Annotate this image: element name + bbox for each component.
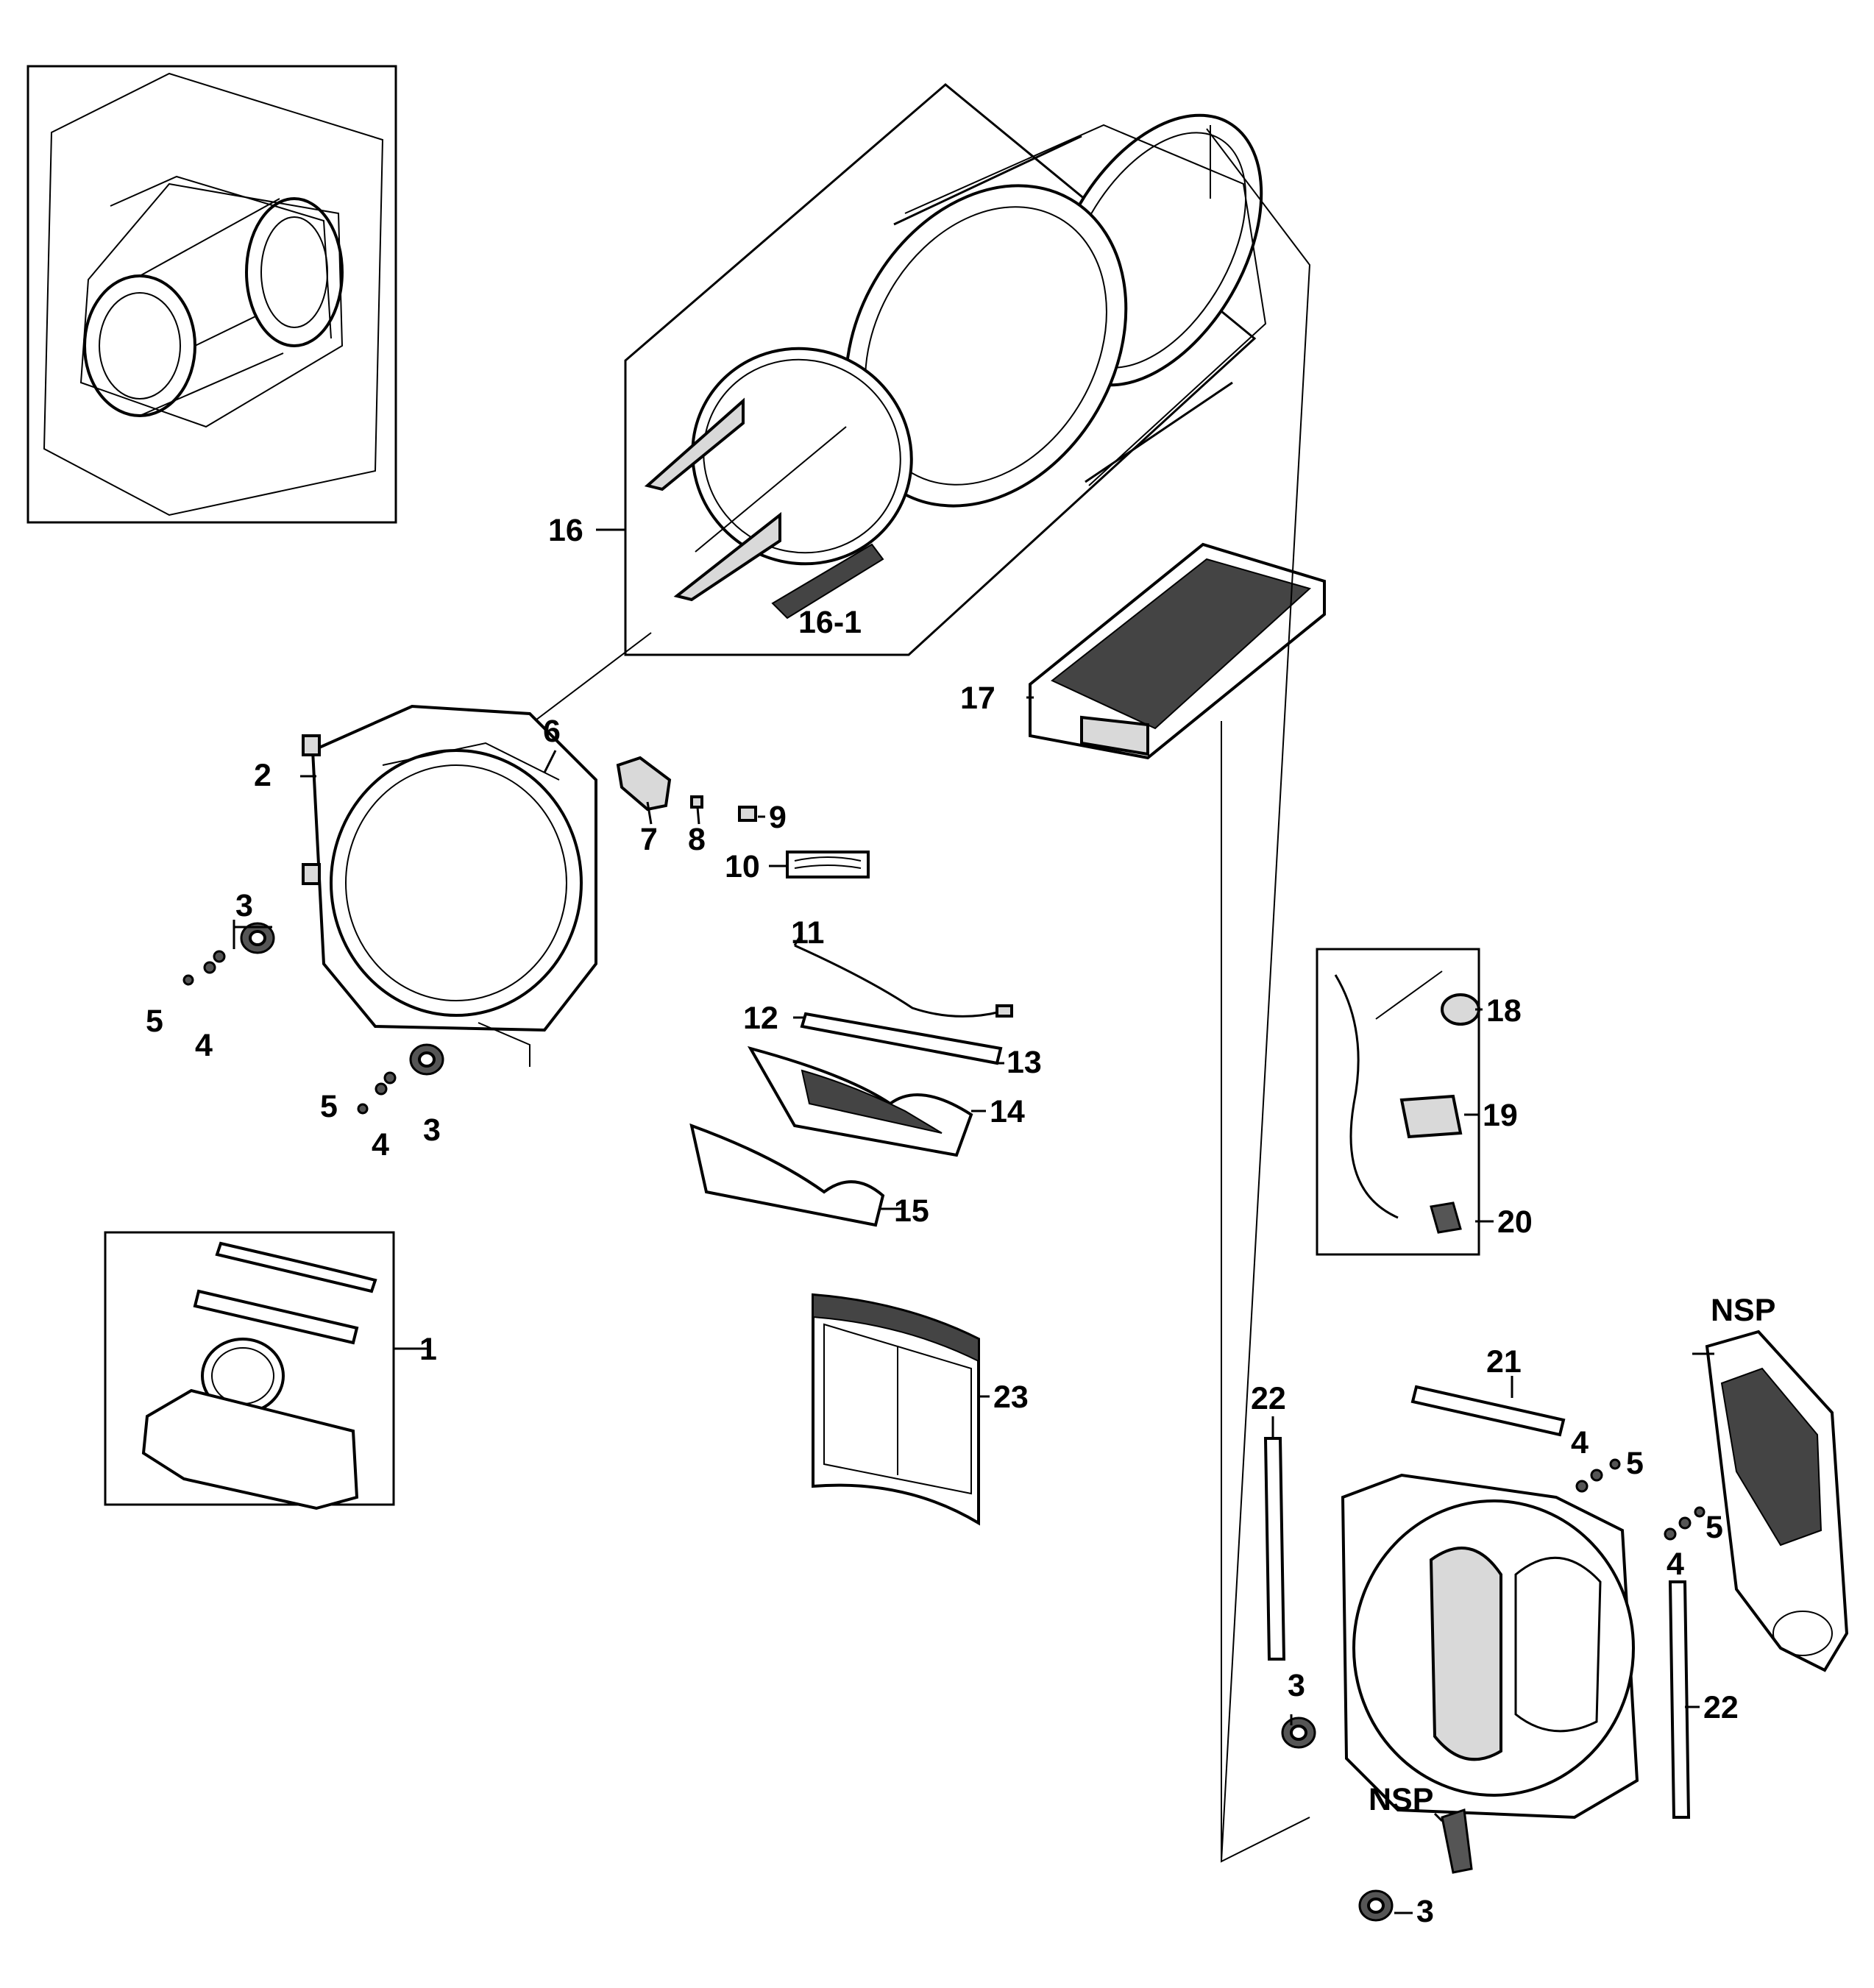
label-part-6: 6 — [543, 714, 561, 749]
thermistor-assembly-box — [1316, 948, 1480, 1256]
label-part-4-c: 4 — [1571, 1425, 1589, 1460]
rear-duct-cover-part — [1705, 1330, 1849, 1672]
front-frame-part — [302, 704, 597, 1067]
label-part-2: 2 — [254, 758, 271, 793]
filter-housing-part — [1029, 542, 1326, 760]
part-labels: 1 2 3 3 3 3 4 4 4 4 5 5 5 5 6 7 8 9 10 1… — [146, 513, 1775, 1929]
rear-bracket-part — [1410, 1385, 1566, 1437]
label-part-14: 14 — [990, 1094, 1025, 1129]
label-part-7: 7 — [640, 822, 658, 857]
label-part-4-d: 4 — [1667, 1547, 1684, 1582]
duct-assembly-box — [104, 1231, 395, 1510]
label-nsp-bearing: NSP — [1369, 1782, 1433, 1817]
overview-drum-assembly — [79, 175, 344, 428]
drum-part — [691, 113, 1267, 566]
label-part-9: 9 — [769, 800, 787, 835]
lint-filter-part — [812, 1293, 980, 1526]
label-nsp-rear-cover: NSP — [1711, 1293, 1775, 1328]
label-part-4-b: 4 — [372, 1127, 389, 1162]
label-part-22-a: 22 — [1251, 1381, 1286, 1416]
label-part-20: 20 — [1497, 1204, 1533, 1240]
label-part-12: 12 — [743, 1001, 778, 1036]
label-part-10: 10 — [725, 849, 760, 884]
filter-guide-part — [747, 1046, 973, 1157]
label-part-3-a: 3 — [235, 888, 253, 923]
label-part-3-b: 3 — [423, 1112, 441, 1148]
rear-bearing-part — [1441, 1808, 1473, 1874]
sensor-harness-part — [794, 944, 1013, 1018]
leader-lines — [233, 361, 1714, 1914]
label-part-16-1: 16-1 — [798, 605, 862, 640]
label-part-5-d: 5 — [1706, 1510, 1723, 1545]
label-part-1: 1 — [419, 1332, 437, 1367]
label-part-5-b: 5 — [320, 1089, 338, 1124]
label-part-11: 11 — [791, 915, 824, 951]
label-part-3-d: 3 — [1416, 1894, 1434, 1929]
support-rail-left-part — [1263, 1437, 1286, 1661]
roller-assembly-left-lower — [357, 1043, 444, 1115]
rear-frame-part — [1341, 1473, 1639, 1820]
label-part-17: 17 — [960, 681, 995, 716]
label-part-3-c: 3 — [1288, 1668, 1305, 1703]
door-lock-parts — [616, 756, 870, 878]
roller-rear-bottom — [1358, 1889, 1394, 1922]
label-part-13: 13 — [1007, 1045, 1042, 1080]
label-part-18: 18 — [1486, 993, 1522, 1029]
drum-assembly-box — [514, 83, 1267, 736]
drum-lifter-parts — [644, 397, 884, 620]
label-part-23: 23 — [993, 1380, 1029, 1415]
label-part-5-c: 5 — [1626, 1446, 1644, 1481]
support-rail-right-part — [1668, 1580, 1691, 1819]
label-part-21: 21 — [1486, 1344, 1522, 1380]
label-part-22-b: 22 — [1703, 1690, 1739, 1725]
filter-frame-part — [689, 1123, 885, 1227]
label-part-8: 8 — [688, 822, 706, 857]
label-part-16: 16 — [548, 513, 583, 548]
label-part-19: 19 — [1483, 1098, 1518, 1133]
overview-inset — [26, 65, 397, 524]
label-part-4-a: 4 — [195, 1028, 213, 1063]
sensor-bar-part — [800, 1012, 1003, 1065]
roller-rear-left — [1281, 1717, 1316, 1749]
label-part-5-a: 5 — [146, 1004, 163, 1039]
label-part-15: 15 — [894, 1193, 929, 1229]
roller-assembly-left-upper — [182, 922, 275, 986]
